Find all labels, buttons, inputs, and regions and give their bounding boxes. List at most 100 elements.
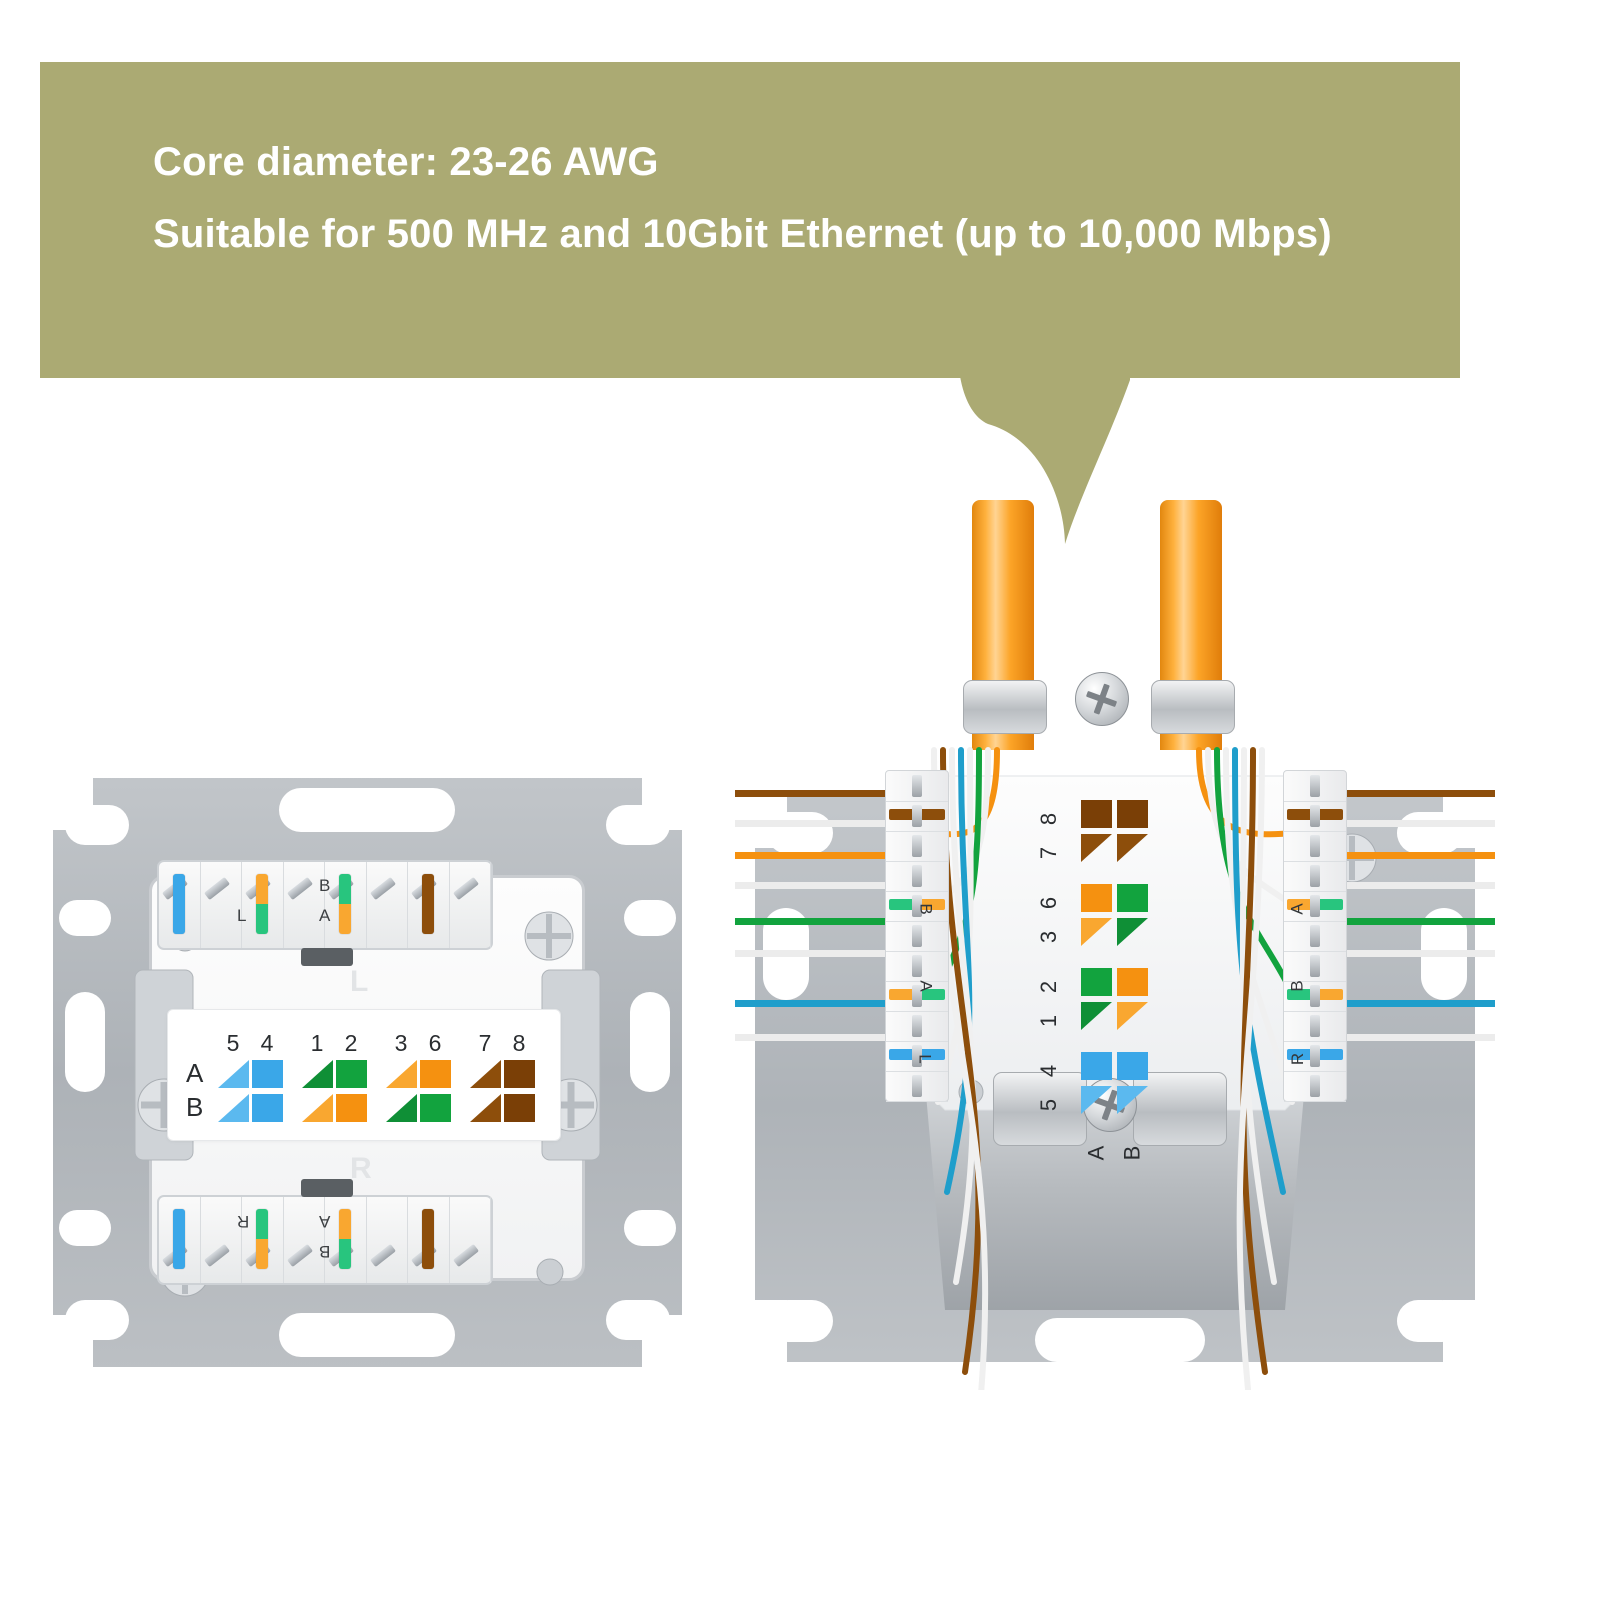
idc-contact-slot[interactable] — [1284, 1041, 1346, 1072]
idc-blade-icon — [1310, 985, 1320, 1007]
wire-chip — [339, 874, 352, 934]
idc-contact-slot[interactable] — [886, 891, 948, 922]
callout-body — [40, 62, 1460, 378]
idc-contact-slot[interactable] — [201, 1197, 242, 1283]
wire-run — [735, 882, 911, 889]
pin-number-5: 5 — [1036, 1098, 1062, 1112]
pin-number-3: 3 — [394, 1030, 408, 1056]
idc-contact-slot[interactable] — [1284, 1071, 1346, 1102]
idc-blade-icon — [286, 876, 313, 901]
idc-contact-slot[interactable] — [242, 1197, 284, 1283]
idc-blade-icon — [1310, 1015, 1320, 1037]
idc-contact-slot[interactable] — [450, 1197, 491, 1283]
idc-contact-slot[interactable] — [1284, 831, 1346, 862]
idc-contact-slot[interactable] — [325, 1197, 367, 1283]
idc-blade-icon — [1310, 955, 1320, 977]
idc-contact-slot[interactable] — [1284, 921, 1346, 952]
idc-contact-slot[interactable] — [886, 1071, 948, 1102]
idc-contact-slot[interactable] — [367, 862, 408, 948]
idc-contact-slot[interactable] — [1284, 951, 1346, 982]
idc-contact-slot[interactable] — [1284, 1011, 1346, 1042]
idc-blade-icon — [1310, 865, 1320, 887]
idc-blade-icon — [912, 805, 922, 827]
pin-swatch-square — [504, 1060, 535, 1088]
idc-contact-slot[interactable] — [886, 861, 948, 892]
idc-contact-slot[interactable] — [1284, 801, 1346, 832]
pin-row-label-A: A — [1083, 1145, 1109, 1161]
idc-contact-slot[interactable] — [242, 862, 284, 948]
idc-contact-slot[interactable] — [1284, 861, 1346, 892]
idc-contact-slot[interactable] — [886, 1011, 948, 1042]
pin-number-4: 4 — [260, 1030, 274, 1056]
idc-blade-icon — [452, 1243, 479, 1268]
block-print-label: B — [319, 876, 331, 895]
wire-chip — [173, 1209, 186, 1269]
idc-contact-slot[interactable] — [886, 1041, 948, 1072]
pin-number-7: 7 — [478, 1030, 492, 1056]
idc-contact-slot[interactable] — [201, 862, 242, 948]
pin-swatch-triangle — [1081, 834, 1112, 862]
wire-run — [735, 1034, 911, 1041]
wire-run — [1319, 852, 1495, 859]
idc-contact-slot[interactable] — [450, 862, 491, 948]
pin-swatch-square — [1117, 968, 1148, 996]
wire-run — [1319, 1034, 1495, 1041]
wire-curve — [944, 747, 973, 1195]
idc-contact-slot[interactable] — [159, 1197, 201, 1283]
idc-contact-slot[interactable] — [284, 1197, 325, 1283]
pin-swatch-triangle — [470, 1094, 501, 1122]
idc-blade-icon — [1310, 775, 1320, 797]
pin-swatch-square — [252, 1060, 283, 1088]
idc-blade-icon — [1310, 1075, 1320, 1097]
idc-contact-slot[interactable] — [886, 951, 948, 982]
wire-run — [1319, 882, 1495, 889]
idc-blade-icon — [203, 876, 230, 901]
pin-number-6: 6 — [428, 1030, 442, 1056]
pin-swatch-triangle — [1081, 918, 1112, 946]
idc-contact-slot[interactable] — [886, 921, 948, 952]
idc-contact-slot[interactable] — [408, 862, 450, 948]
idc-contact-slot[interactable] — [159, 862, 201, 948]
pin-swatch-square — [1081, 800, 1112, 828]
idc-contact-slot[interactable] — [886, 981, 948, 1012]
wire-curve — [949, 747, 976, 1285]
cable-clamp-top-2[interactable] — [1151, 680, 1235, 734]
pin-swatch-square — [504, 1094, 535, 1122]
idc-contact-slot[interactable] — [284, 862, 325, 948]
idc-contact-slot[interactable] — [1284, 771, 1346, 802]
clamp-screw-top[interactable] — [1075, 672, 1129, 726]
cable-clamp-bottom-2[interactable] — [1133, 1072, 1227, 1146]
idc-contact-slot[interactable] — [325, 862, 367, 948]
idc-contact-slot[interactable] — [886, 771, 948, 802]
idc-blade-icon — [1310, 805, 1320, 827]
pin-swatch-square — [420, 1094, 451, 1122]
idc-blade-icon — [1310, 925, 1320, 947]
pin-swatch-triangle — [1117, 834, 1148, 862]
pin-swatch-triangle — [218, 1094, 249, 1122]
cable-clamp-bottom-1[interactable] — [993, 1072, 1087, 1146]
idc-blade-icon — [912, 1045, 922, 1067]
idc-contact-slot[interactable] — [1284, 891, 1346, 922]
idc-contact-slot[interactable] — [886, 801, 948, 832]
idc-blade-icon — [1310, 835, 1320, 857]
idc-blade-icon — [369, 876, 396, 901]
idc-contact-slot[interactable] — [886, 831, 948, 862]
block-print-label: R — [1288, 1052, 1308, 1066]
block-print-label: B — [319, 1242, 331, 1261]
callout-bubble: Core diameter: 23-26 AWG Suitable for 50… — [40, 62, 1460, 544]
pin-row-label-A: A — [186, 1058, 204, 1088]
idc-contact-slot[interactable] — [367, 1197, 408, 1283]
idc-blade-icon — [286, 1243, 313, 1268]
callout-line-1: Core diameter: 23-26 AWG — [153, 140, 659, 184]
block-print-label: R — [237, 1212, 250, 1231]
idc-contact-slot[interactable] — [408, 1197, 450, 1283]
idc-contact-slot[interactable] — [1284, 981, 1346, 1012]
wire-chip — [173, 874, 186, 934]
cable-clamp-top-1[interactable] — [963, 680, 1047, 734]
latch-tab — [301, 948, 353, 966]
mounting-frame-right — [735, 775, 1495, 1390]
